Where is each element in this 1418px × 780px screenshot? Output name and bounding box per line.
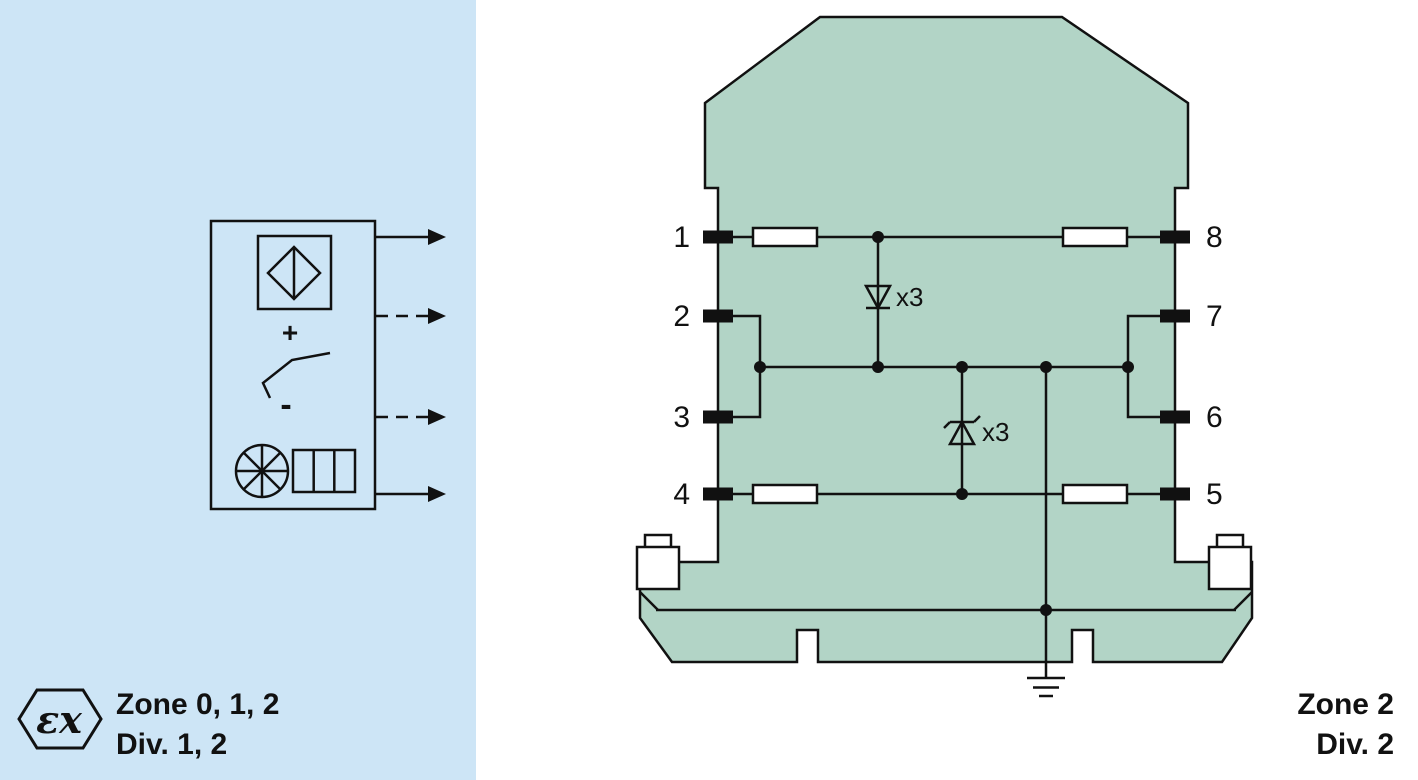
diode-bottom-count-label: x3 [982,417,1009,447]
din-clamp-right [1207,533,1253,591]
zone-label-left-line2: Div. 1, 2 [116,728,227,761]
clamp-body [1207,545,1253,591]
arrow-head-icon [428,486,446,502]
junction-dot [956,361,968,373]
terminal-pad-3 [703,410,733,424]
field-device-schematic: + - [209,219,377,511]
terminal-label-5: 5 [1206,478,1223,511]
wire-terminal-6 [1126,367,1175,419]
module-housing [638,15,1254,664]
zone-label-left-line1: Zone 0, 1, 2 [116,688,279,721]
diode-icon-top [863,284,893,311]
winding-icon [234,443,290,499]
ex-hexagon-outline [17,688,103,750]
din-clamp-left [635,533,681,591]
arrow-head-icon [428,409,446,425]
junction-dot [1040,604,1052,616]
device-outline-box [209,219,377,511]
signal-arrow-dashed-1 [376,308,446,324]
zener-wing-left [943,421,951,429]
terminal-label-3: 3 [673,401,690,434]
hazardous-area-panel: + - [0,0,476,780]
terminal-block-icon [291,448,357,494]
terminal-label-7: 7 [1206,300,1223,333]
sensor-box [256,234,333,311]
zener-wing-right [973,415,981,423]
diode-triangle [863,284,893,311]
terminal-pad-6 [1160,410,1190,424]
junction-dot [872,361,884,373]
junction-dot [956,488,968,500]
terminal-pads [703,230,1190,501]
zener-triangle [947,419,977,446]
terminal-label-1: 1 [673,221,690,254]
signal-arrow-dashed-2 [376,409,446,425]
terminal-label-8: 8 [1206,221,1223,254]
diode-top-count-label: x3 [896,282,923,312]
resistor-icon-top-left [751,226,819,248]
foot-inner-right [1233,591,1253,611]
terminal-label-2: 2 [673,300,690,333]
resistor-icon-top-right [1061,226,1129,248]
terminal-pad-2 [703,309,733,323]
terminal-pad-7 [1160,309,1190,323]
ground-icon [1027,676,1065,698]
ex-logo-text: εx [36,697,83,742]
plus-label: + [282,317,298,348]
junction-dot [872,231,884,243]
signal-arrows [376,229,446,502]
barrier-module: x3 x3 [635,15,1394,761]
namur-sensor-icon [256,234,333,311]
zone-background [0,0,476,780]
zone-label-right-line1: Zone 2 [1297,688,1394,721]
zone-label-right-line2: Div. 2 [1316,728,1394,761]
junction-dots [754,231,1134,616]
signal-arrow-solid-1 [376,229,446,245]
resistor-icon-bottom-left [751,483,819,505]
terminal-label-6: 6 [1206,401,1223,434]
arrow-head-icon [428,308,446,324]
terminal-pad-1 [703,230,733,244]
ex-hexagon-logo: εx [17,688,103,750]
resistor-icon-bottom-right [1061,483,1129,505]
minus-label: - [280,386,291,424]
terminal-label-4: 4 [673,478,690,511]
signal-arrow-solid-2 [376,486,446,502]
junction-dot [1040,361,1052,373]
terminal-pad-8 [1160,230,1190,244]
clamp-body [635,545,681,591]
polarity-contact-icon [261,351,331,399]
wire-terminal-7 [1126,314,1175,367]
junction-dot [1122,361,1134,373]
terminal-numbers: 1 2 3 4 8 7 6 5 [673,221,1222,511]
foot-inner-left [639,591,659,611]
winding-spoke-d2 [243,452,281,490]
terminal-pad-4 [703,487,733,501]
terminal-pad-5 [1160,487,1190,501]
arrow-head-icon [428,229,446,245]
terminal-block-box [291,448,357,494]
zener-diode-icon-bottom [943,415,981,446]
junction-dot [754,361,766,373]
